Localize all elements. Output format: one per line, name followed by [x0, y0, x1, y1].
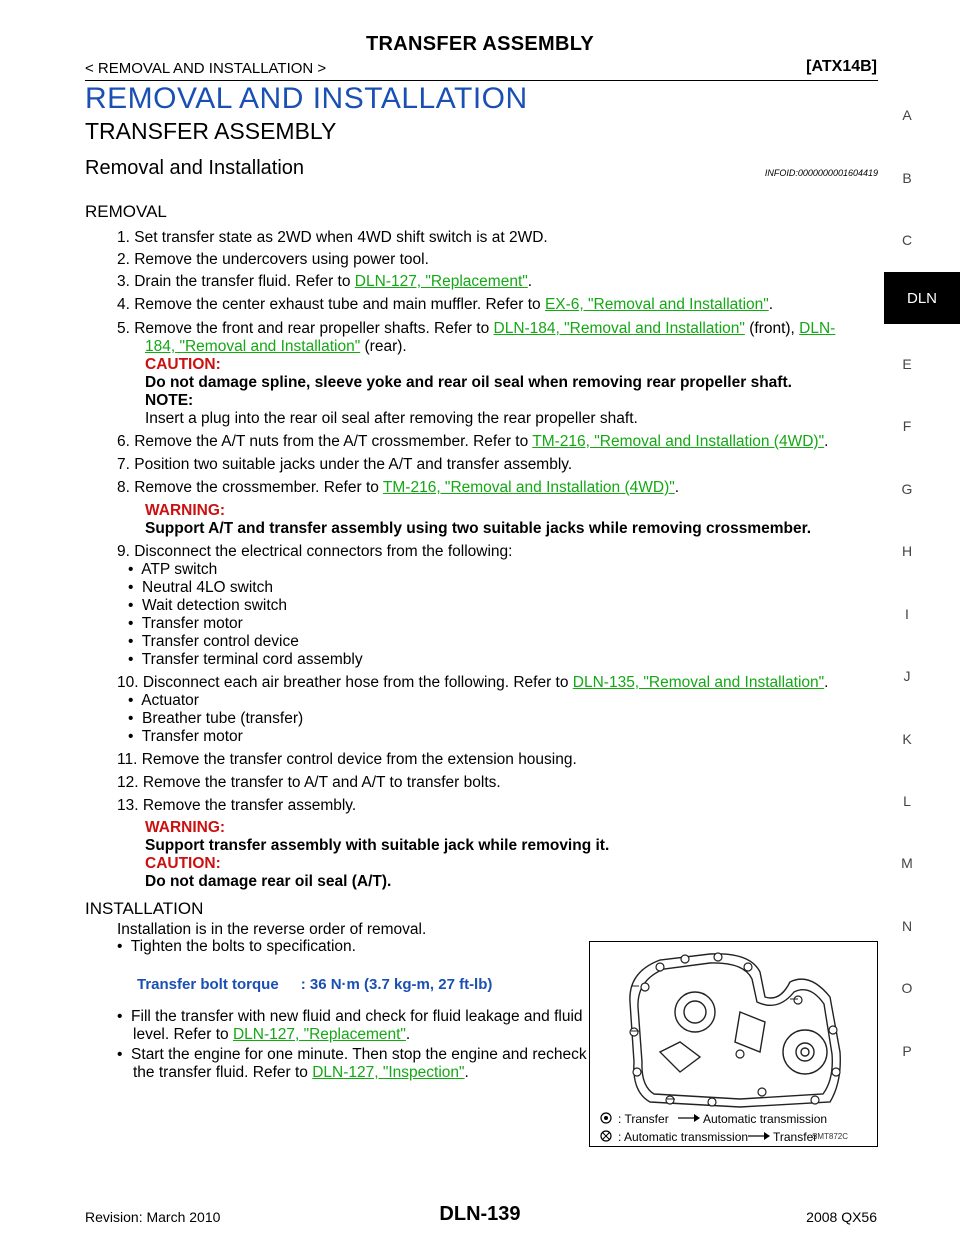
page-heading: REMOVAL AND INSTALLATION: [85, 82, 528, 115]
caution-label: CAUTION:: [145, 855, 221, 872]
list-item: • Neutral 4LO switch: [128, 579, 273, 596]
index-tab-dln-active[interactable]: DLN: [884, 272, 960, 324]
header-title: TRANSFER ASSEMBLY: [365, 33, 595, 55]
removal-step-4: 4. Remove the center exhaust tube and ma…: [117, 296, 774, 313]
torque-spec: Transfer bolt torque: 36 N·m (3.7 kg-m, …: [137, 976, 493, 993]
index-tab-m[interactable]: M: [901, 855, 913, 871]
legend-at-target: Transfer: [773, 1130, 818, 1144]
removal-step-7: 7. Position two suitable jacks under the…: [117, 456, 573, 473]
removal-step-13: 13. Remove the transfer assembly.: [117, 797, 357, 814]
removal-step-8: 8. Remove the crossmember. Refer to TM-2…: [117, 479, 680, 496]
removal-step-5-cont: 184, "Removal and Installation" (rear).: [145, 338, 407, 355]
transfer-bolt-figure: : Transfer Automatic transmission : Auto…: [589, 941, 878, 1147]
index-tab-j[interactable]: J: [903, 668, 911, 684]
link-ex-6[interactable]: EX-6, "Removal and Installation": [544, 296, 769, 313]
link-dln-184-rear-part2[interactable]: 184, "Removal and Installation": [145, 338, 361, 355]
list-item: • Wait detection switch: [128, 597, 288, 614]
index-tab-a[interactable]: A: [902, 107, 912, 123]
note-label: NOTE:: [145, 392, 194, 409]
link-dln-184-front[interactable]: DLN-184, "Removal and Installation": [493, 320, 745, 337]
removal-title: REMOVAL: [85, 202, 167, 221]
removal-step-10: 10. Disconnect each air breather hose fr…: [117, 674, 829, 691]
footer-page-number: DLN-139: [439, 1203, 521, 1225]
link-dln-127-inspection[interactable]: DLN-127, "Inspection": [312, 1064, 465, 1081]
removal-step-12: 12. Remove the transfer to A/T and A/T t…: [117, 774, 501, 791]
installation-title: INSTALLATION: [85, 899, 204, 918]
index-tab-b[interactable]: B: [902, 170, 912, 186]
list-item: • Transfer terminal cord assembly: [128, 651, 363, 668]
legend-at-label: : Automatic transmission: [618, 1130, 749, 1144]
removal-step-1: 1. Set transfer state as 2WD when 4WD sh…: [117, 229, 548, 246]
subsection-heading: Removal and Installation: [85, 157, 305, 179]
installation-bullet-2: • Fill the transfer with new fluid and c…: [117, 1008, 583, 1025]
warning-text: Support A/T and transfer assembly using …: [145, 520, 812, 537]
installation-bullet-2-cont: level. Refer to DLN-127, "Replacement".: [133, 1026, 411, 1043]
caution-text: Do not damage spline, sleeve yoke and re…: [145, 374, 792, 391]
warning-text: Support transfer assembly with suitable …: [145, 837, 610, 854]
legend-transfer-label: : Transfer: [618, 1112, 669, 1126]
list-item: • Transfer motor: [128, 615, 243, 632]
figure-legend: [600, 1112, 770, 1142]
index-tab-k[interactable]: K: [902, 731, 912, 747]
index-tab-o[interactable]: O: [901, 980, 913, 996]
footer-revision: Revision: March 2010: [85, 1209, 221, 1225]
list-item: • Transfer motor: [128, 728, 243, 745]
removal-step-11: 11. Remove the transfer control device f…: [117, 751, 577, 768]
header-model-code: [ATX14B]: [806, 58, 877, 75]
list-item: • Breather tube (transfer): [128, 710, 304, 727]
list-item: • Actuator: [128, 692, 199, 709]
transfer-case-illustration: [600, 952, 841, 1142]
index-tab-p[interactable]: P: [902, 1043, 912, 1059]
note-text: Insert a plug into the rear oil seal aft…: [145, 410, 638, 427]
section-heading: TRANSFER ASSEMBLY: [85, 118, 337, 144]
link-tm-216-b[interactable]: TM-216, "Removal and Installation (4WD)": [382, 479, 675, 496]
index-tab-c[interactable]: C: [901, 232, 913, 248]
link-dln-127-replacement-2[interactable]: DLN-127, "Replacement": [232, 1026, 406, 1043]
removal-step-6: 6. Remove the A/T nuts from the A/T cros…: [117, 433, 829, 450]
installation-bullet-1: • Tighten the bolts to specification.: [117, 938, 356, 955]
index-tab-n[interactable]: N: [901, 918, 913, 934]
link-dln-184-rear-part1[interactable]: DLN-: [799, 320, 836, 337]
list-item: • ATP switch: [128, 561, 218, 578]
caution-label: CAUTION:: [145, 356, 221, 373]
link-tm-216-a[interactable]: TM-216, "Removal and Installation (4WD)": [532, 433, 825, 450]
legend-transfer-target: Automatic transmission: [703, 1112, 828, 1126]
caution-text: Do not damage rear oil seal (A/T).: [145, 873, 392, 890]
link-dln-135[interactable]: DLN-135, "Removal and Installation": [572, 674, 825, 691]
installation-intro: Installation is in the reverse order of …: [117, 921, 427, 938]
index-tab-l[interactable]: L: [903, 793, 911, 809]
warning-label: WARNING:: [145, 502, 226, 519]
removal-step-9: 9. Disconnect the electrical connectors …: [117, 543, 513, 560]
footer-model: 2008 QX56: [806, 1209, 877, 1225]
index-tab-i[interactable]: I: [905, 606, 909, 622]
index-tab-e[interactable]: E: [902, 356, 912, 372]
index-tab-g[interactable]: G: [901, 481, 913, 497]
header-section: < REMOVAL AND INSTALLATION >: [85, 60, 327, 77]
removal-step-2: 2. Remove the undercovers using power to…: [117, 251, 429, 268]
list-item: • Transfer control device: [128, 633, 299, 650]
index-tab-h[interactable]: H: [901, 543, 913, 559]
installation-bullet-3-cont: the transfer fluid. Refer to DLN-127, "I…: [133, 1064, 469, 1081]
index-tab-f[interactable]: F: [902, 418, 912, 434]
link-dln-127-replacement[interactable]: DLN-127, "Replacement": [354, 273, 528, 290]
installation-bullet-3: • Start the engine for one minute. Then …: [117, 1046, 587, 1063]
figure-code: SMT872C: [812, 1132, 849, 1141]
removal-step-5: 5. Remove the front and rear propeller s…: [117, 320, 836, 337]
removal-step-3: 3. Drain the transfer fluid. Refer to DL…: [117, 273, 533, 290]
warning-label: WARNING:: [145, 819, 226, 836]
info-id: INFOID:0000000001604419: [764, 168, 878, 178]
header-rule: [85, 80, 878, 81]
